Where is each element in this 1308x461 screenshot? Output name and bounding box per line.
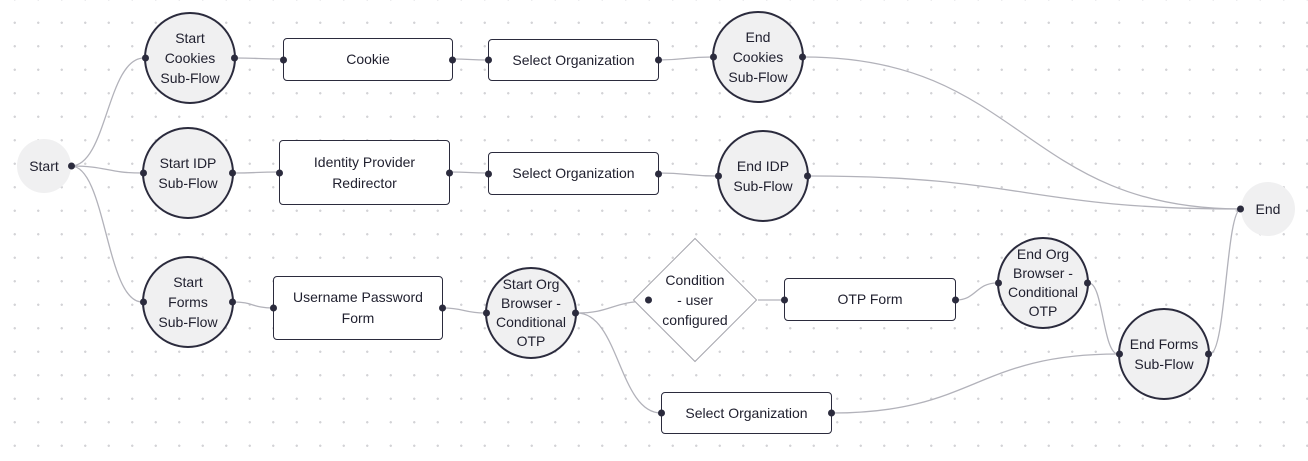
connection-handle — [439, 304, 446, 312]
node-label: End IDP Sub-Flow — [733, 158, 793, 194]
connection-handle — [485, 170, 492, 177]
connection-handle — [68, 162, 75, 170]
connection-handle — [231, 54, 238, 62]
node-label: Start IDP Sub-Flow — [158, 155, 218, 191]
edge-start-cookies-to-cookie — [235, 57, 284, 60]
connection-handle — [483, 309, 490, 317]
connection-handle — [140, 298, 147, 306]
node-start[interactable]: Start — [17, 139, 75, 193]
node-label: Start Cookies Sub-Flow — [160, 30, 220, 86]
connection-handle — [572, 309, 579, 317]
node-label: Condition - user configured — [662, 272, 728, 328]
node-label: End Org Browser - Conditional OTP — [1007, 246, 1079, 319]
connection-handle — [446, 169, 453, 176]
node-label: Cookie — [346, 51, 390, 67]
node-label: Username Password Form — [293, 289, 423, 326]
connection-handle — [781, 296, 788, 303]
node-label: OTP Form — [837, 291, 903, 307]
node-start-cookies-subflow[interactable]: Start Cookies Sub-Flow — [142, 12, 238, 104]
node-label: Start — [29, 158, 59, 174]
node-start-org-browser-conditional-otp[interactable]: Start Org Browser - Conditional OTP — [483, 267, 579, 359]
connection-handle — [276, 169, 283, 176]
node-condition-user-configured[interactable]: Condition - user configured — [632, 237, 758, 363]
connection-handle — [804, 172, 811, 180]
edge-start-to-start-forms — [70, 165, 143, 303]
edge-start-to-start-idp — [70, 165, 143, 174]
connection-handle — [655, 170, 662, 177]
node-end[interactable]: End — [1237, 182, 1295, 236]
node-end-cookies-subflow[interactable]: End Cookies Sub-Flow — [710, 11, 806, 103]
edge-end-idp-to-end — [808, 175, 1242, 210]
node-label: End Cookies Sub-Flow — [728, 29, 788, 85]
node-select-organization-cookies[interactable]: Select Organization — [485, 39, 662, 81]
connection-handle — [270, 304, 277, 312]
connection-handle — [799, 53, 806, 61]
connection-handle — [1084, 279, 1091, 287]
node-end-idp-subflow[interactable]: End IDP Sub-Flow — [715, 130, 811, 222]
node-label: Identity Provider Redirector — [313, 153, 416, 191]
edge-select-org-forms-to-end-forms — [831, 353, 1119, 414]
edge-select-org-idp-to-end-idp — [658, 172, 718, 177]
connection-handle — [645, 296, 652, 304]
node-end-org-browser-conditional-otp[interactable]: End Org Browser - Conditional OTP — [995, 237, 1091, 329]
connection-handle — [1205, 350, 1212, 358]
connection-handle — [952, 296, 959, 303]
edge-idp-redirector-to-select-org-idp — [449, 171, 489, 174]
connection-handle — [655, 56, 662, 64]
node-cookie[interactable]: Cookie — [280, 38, 456, 81]
node-label: Start Forms Sub-Flow — [158, 274, 218, 330]
node-start-idp-subflow[interactable]: Start IDP Sub-Flow — [140, 127, 236, 219]
edge-start-to-start-cookies — [70, 57, 145, 167]
connection-handle — [280, 56, 287, 63]
connection-handle — [658, 409, 665, 417]
node-otp-form[interactable]: OTP Form — [781, 278, 959, 321]
connection-handle — [229, 298, 236, 306]
edge-cookie-to-select-org-cookies — [452, 58, 489, 61]
node-start-forms-subflow[interactable]: Start Forms Sub-Flow — [140, 256, 236, 348]
edge-end-org-to-end-forms — [1088, 282, 1119, 355]
node-end-forms-subflow[interactable]: End Forms Sub-Flow — [1116, 308, 1212, 400]
node-label: Start Org Browser - Conditional OTP — [495, 276, 567, 349]
edge-start-forms-to-username-password — [233, 301, 274, 309]
edge-select-org-cookies-to-end-cookies — [658, 56, 713, 61]
edge-start-idp-to-idp-redirector — [233, 171, 280, 174]
connection-handle — [1116, 350, 1123, 358]
edge-otp-form-to-end-org — [955, 282, 998, 301]
edge-start-org-to-select-org-forms — [576, 312, 662, 414]
connection-handle — [995, 279, 1002, 287]
node-identity-provider-redirector[interactable]: Identity Provider Redirector — [276, 140, 453, 205]
node-select-organization-forms[interactable]: Select Organization — [658, 392, 835, 434]
connection-handle — [229, 169, 236, 177]
connection-handle — [449, 56, 456, 63]
connection-handle — [1237, 205, 1244, 213]
edge-end-cookies-to-end — [803, 56, 1242, 210]
connection-handle — [715, 172, 722, 180]
node-label: Select Organization — [685, 404, 808, 421]
node-label: End Forms Sub-Flow — [1129, 336, 1199, 372]
connection-handle — [140, 169, 147, 177]
edge-username-password-to-start-org — [442, 307, 486, 314]
connection-handle — [710, 53, 717, 61]
connection-handle — [485, 56, 492, 64]
node-label: Select Organization — [512, 165, 635, 181]
node-select-organization-idp[interactable]: Select Organization — [485, 152, 662, 195]
connection-handle — [142, 54, 149, 62]
node-username-password-form[interactable]: Username Password Form — [270, 276, 446, 340]
node-label: Select Organization — [512, 51, 635, 68]
edge-end-forms-to-end — [1209, 208, 1242, 355]
connection-handle — [828, 409, 835, 417]
node-label: End — [1255, 201, 1281, 217]
